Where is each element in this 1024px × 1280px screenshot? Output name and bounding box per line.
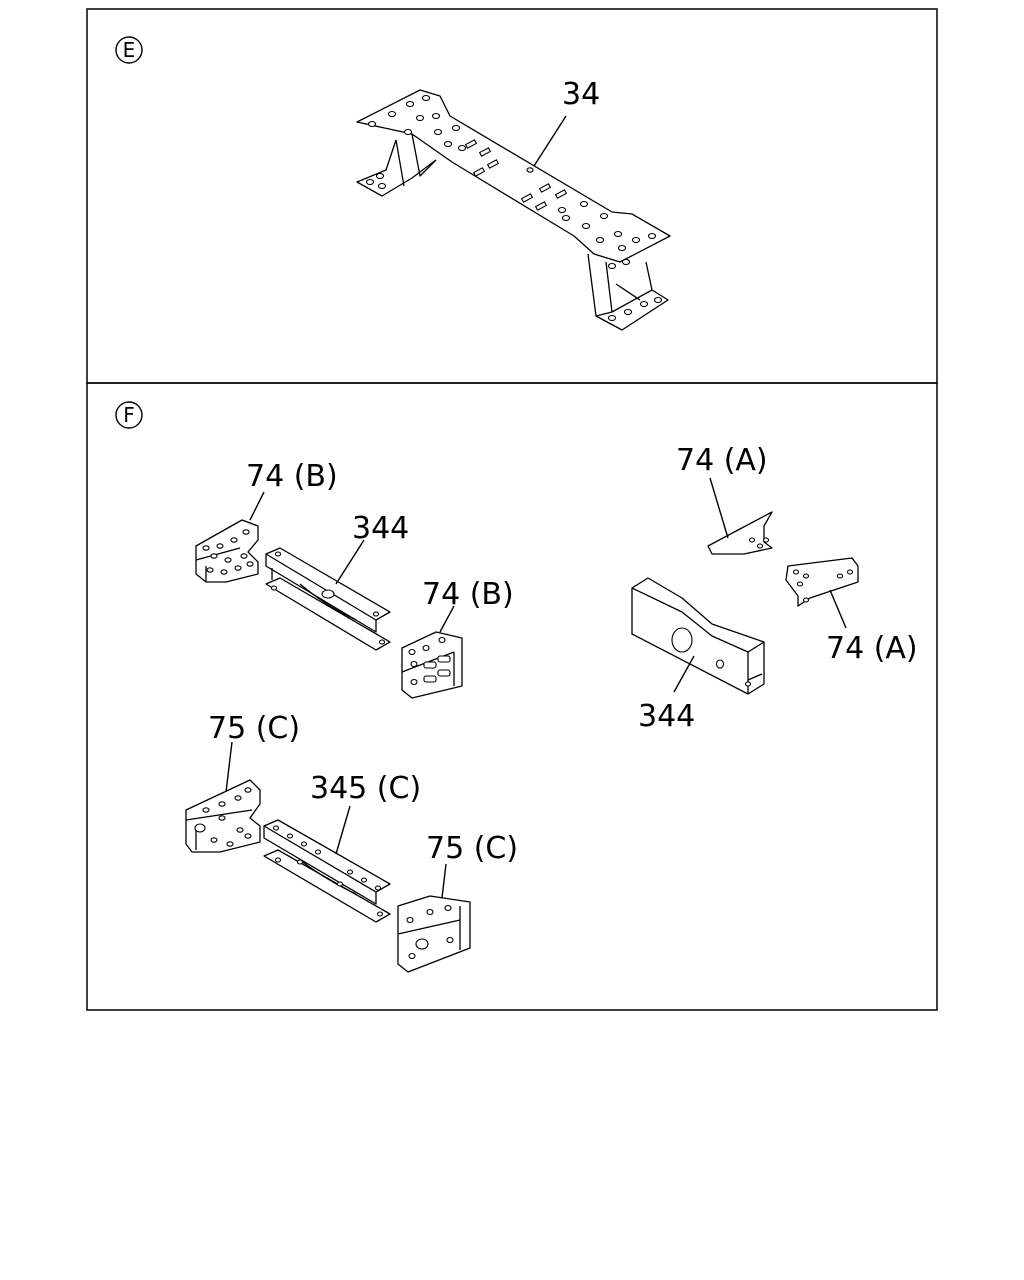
callout-74a-top: 74 (A) [676, 443, 768, 478]
section-e-frame [86, 8, 938, 384]
part-74a-right-bracket [785, 557, 859, 629]
callout-75c-right: 75 (C) [426, 831, 518, 866]
section-f-frame [86, 382, 938, 1011]
callout-74b-top: 74 (B) [246, 459, 338, 494]
callout-74b-mid: 74 (B) [422, 577, 514, 612]
part-34-crossmember [356, 89, 671, 331]
section-e-letter: E [123, 38, 136, 62]
part-345c-channel [263, 805, 391, 923]
part-75c-right-bracket [397, 863, 471, 973]
section-f-badge: F [115, 401, 143, 429]
part-344-left-channel [265, 539, 391, 651]
part-344-right-channel [631, 577, 765, 695]
section-f-letter: F [123, 403, 135, 427]
callout-345c: 345 (C) [310, 771, 421, 806]
callout-34: 34 [562, 77, 600, 112]
callout-74a-right: 74 (A) [826, 631, 918, 666]
part-74b-left-bracket [195, 491, 265, 583]
section-e-badge: E [115, 36, 143, 64]
part-74b-mid-bracket [401, 605, 463, 699]
callout-344-right: 344 [638, 699, 695, 734]
part-74a-top-plate [707, 477, 773, 555]
callout-344-left: 344 [352, 511, 409, 546]
callout-75c-left: 75 (C) [208, 711, 300, 746]
part-75c-left-bracket [185, 741, 261, 853]
